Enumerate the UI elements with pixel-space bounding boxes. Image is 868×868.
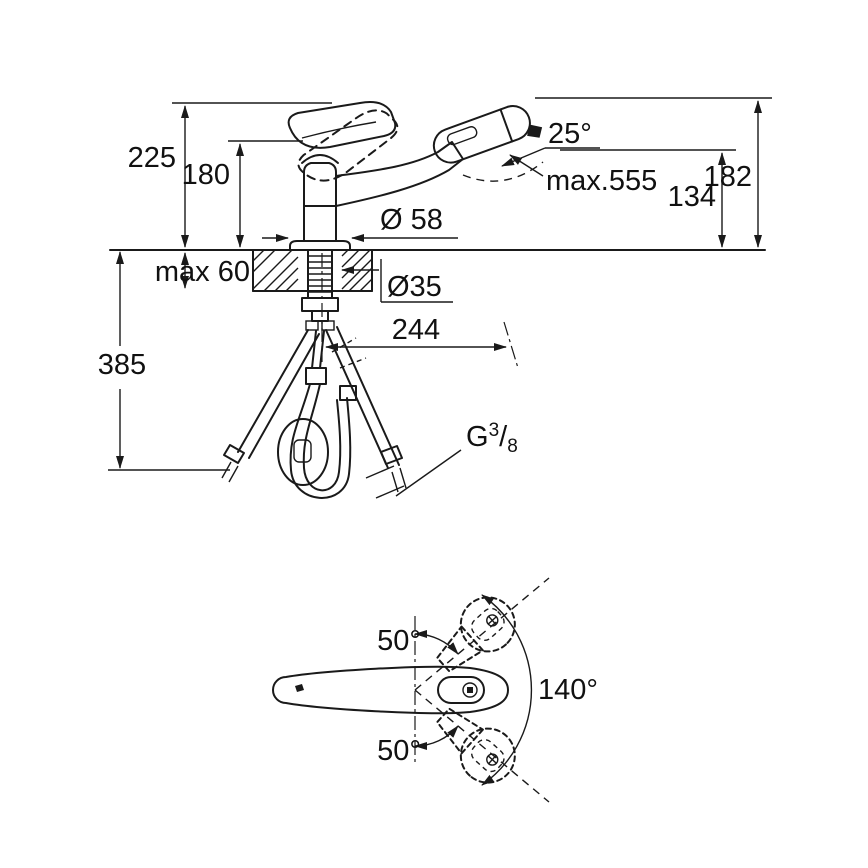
- spray-swivel-arc: [462, 161, 544, 182]
- dim-reach: 244: [392, 314, 440, 346]
- dim-below-deck: 385: [98, 349, 146, 381]
- spray-head-lower-position: [436, 707, 516, 784]
- hatching-right: [341, 249, 373, 292]
- dim-deck-thickness: max 60: [155, 256, 250, 288]
- faucet-top-view: 50° 50° 140°: [272, 577, 598, 803]
- outlet-projection-line: [503, 321, 519, 369]
- dim-height-spout: 180: [182, 159, 230, 191]
- faucet-side-view: 225 180 max 60 385 25° max.555 134: [98, 97, 772, 499]
- supply-hose-left: [221, 329, 320, 483]
- dim-thread: G3/8: [466, 420, 518, 457]
- dim-base-diameter: Ø 58: [380, 204, 443, 236]
- lever-handle: [287, 101, 397, 149]
- swivel-limit-lower-line: [414, 689, 550, 803]
- dim-total-swivel: 140°: [538, 674, 598, 706]
- dim-pullout-max: max.555: [546, 165, 657, 197]
- dim-lower-swivel: 50°: [377, 735, 421, 767]
- dimensions-top-view: 50° 50° 140°: [377, 594, 598, 786]
- dim-upper-swivel: 50°: [377, 625, 421, 657]
- hatching-left: [252, 249, 299, 292]
- mounting-shank: [301, 249, 339, 331]
- hose-weight: [277, 418, 329, 486]
- lever-handle-raised: [297, 109, 399, 182]
- pullout-hose: [277, 330, 367, 499]
- dim-head-height: 182: [704, 161, 752, 193]
- faucet-body: [289, 154, 351, 251]
- swivel-limit-upper-line: [414, 577, 550, 691]
- dim-spray-angle: 25°: [548, 118, 592, 150]
- dim-hole-diameter: Ø35: [387, 271, 442, 303]
- spray-head: [432, 105, 543, 164]
- lever-top-view: [272, 665, 509, 715]
- dimensions-side-view: 225 180 max 60 385 25° max.555 134: [98, 97, 772, 499]
- counter-section: [109, 249, 766, 292]
- spray-head-upper-position: [436, 596, 516, 673]
- spout: [335, 141, 464, 207]
- dim-height-total: 225: [128, 142, 176, 174]
- dim-outlet-height: 134: [668, 181, 716, 213]
